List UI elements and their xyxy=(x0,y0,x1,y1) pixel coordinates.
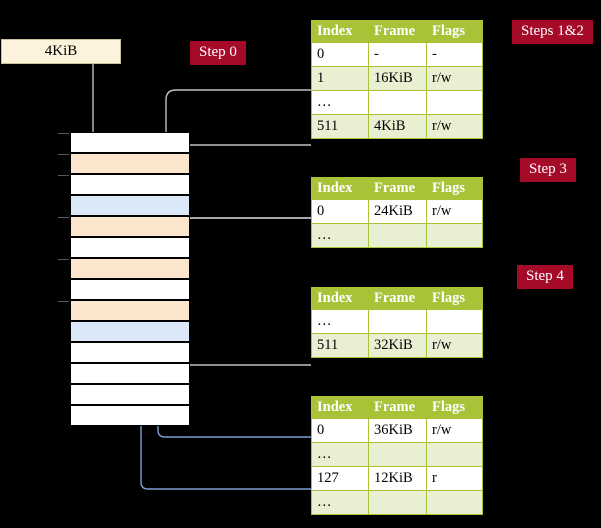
column-header-index: Index xyxy=(311,287,369,310)
source-frame-box: 4KiB xyxy=(1,39,121,64)
badge-steps-1-and-2: Steps 1&2 xyxy=(512,20,593,44)
badge-step-0: Step 0 xyxy=(190,41,246,65)
column-header-frame: Frame xyxy=(368,177,427,200)
table-cell: 0 xyxy=(311,42,369,67)
table-cell: 0 xyxy=(311,199,369,224)
column-header-index: Index xyxy=(311,396,369,419)
table-cell: r/w xyxy=(426,333,483,358)
table-cell: … xyxy=(311,309,369,334)
table-row: … xyxy=(311,490,483,515)
column-header-flags: Flags xyxy=(426,20,483,43)
column-header-index: Index xyxy=(311,177,369,200)
table-cell: 4KiB xyxy=(368,114,427,139)
table-cell: … xyxy=(311,90,369,115)
table-cell: … xyxy=(311,223,369,248)
badge-step-4: Step 4 xyxy=(517,265,573,289)
table-cell: - xyxy=(368,42,427,67)
memory-row xyxy=(70,216,190,237)
memory-row xyxy=(70,153,190,174)
column-header-frame: Frame xyxy=(368,396,427,419)
memory-row xyxy=(70,300,190,321)
table-cell xyxy=(426,490,483,515)
memory-tick xyxy=(58,175,69,176)
source-frame-label: 4KiB xyxy=(44,43,78,59)
memory-row xyxy=(70,342,190,363)
table-cell: 511 xyxy=(311,333,369,358)
table-cell: r/w xyxy=(426,199,483,224)
table-row: … xyxy=(311,223,483,248)
memory-row xyxy=(70,195,190,216)
table-cell: 511 xyxy=(311,114,369,139)
table-row: … xyxy=(311,442,483,467)
memory-row xyxy=(70,321,190,342)
memory-tick xyxy=(58,301,69,302)
table-cell: 32KiB xyxy=(368,333,427,358)
badge-step-3: Step 3 xyxy=(520,158,576,182)
table-cell xyxy=(368,490,427,515)
memory-tick xyxy=(58,154,69,155)
table-cell: 12KiB xyxy=(368,466,427,491)
column-header-flags: Flags xyxy=(426,177,483,200)
memory-tick xyxy=(58,259,69,260)
table-cell xyxy=(426,309,483,334)
memory-tick xyxy=(58,217,69,218)
memory-row xyxy=(70,384,190,405)
table-cell xyxy=(426,90,483,115)
column-header-index: Index xyxy=(311,20,369,43)
table-cell: 0 xyxy=(311,418,369,443)
memory-row xyxy=(70,132,190,153)
table-cell xyxy=(368,442,427,467)
memory-row xyxy=(70,258,190,279)
physical-memory-column xyxy=(70,132,190,426)
memory-row xyxy=(70,363,190,384)
table-cell: … xyxy=(311,442,369,467)
table-cell xyxy=(426,223,483,248)
memory-row xyxy=(70,174,190,195)
table-row: … xyxy=(311,90,483,115)
table-cell: 16KiB xyxy=(368,66,427,91)
table-cell: 127 xyxy=(311,466,369,491)
column-header-flags: Flags xyxy=(426,396,483,419)
memory-row xyxy=(70,279,190,300)
table-cell: r/w xyxy=(426,66,483,91)
memory-row xyxy=(70,405,190,426)
memory-row xyxy=(70,237,190,258)
column-header-frame: Frame xyxy=(368,20,427,43)
table-cell: - xyxy=(426,42,483,67)
table-row: 0-- xyxy=(311,42,483,67)
column-header-flags: Flags xyxy=(426,287,483,310)
table-cell: r/w xyxy=(426,114,483,139)
table-cell: r xyxy=(426,466,483,491)
memory-tick xyxy=(58,133,69,134)
table-row: … xyxy=(311,309,483,334)
table-cell: 1 xyxy=(311,66,369,91)
table-cell: 36KiB xyxy=(368,418,427,443)
table-cell: … xyxy=(311,490,369,515)
column-header-frame: Frame xyxy=(368,287,427,310)
wire-l3-to-mem xyxy=(182,217,311,264)
table-cell xyxy=(368,223,427,248)
table-cell: r/w xyxy=(426,418,483,443)
table-cell: 24KiB xyxy=(368,199,427,224)
table-cell xyxy=(368,90,427,115)
table-cell xyxy=(368,309,427,334)
table-cell xyxy=(426,442,483,467)
